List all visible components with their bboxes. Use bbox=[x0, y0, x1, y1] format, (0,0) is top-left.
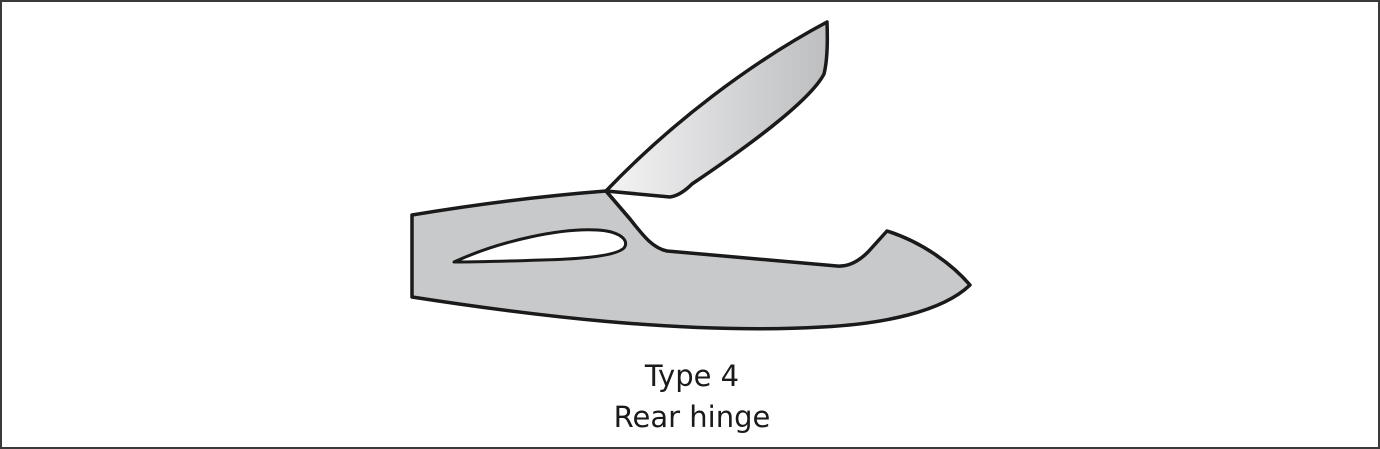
body-cutout bbox=[452, 228, 627, 264]
caption-subtitle-label: Rear hinge bbox=[613, 400, 771, 434]
hinged-wing bbox=[604, 20, 830, 199]
caption-type-label: Type 4 bbox=[644, 359, 740, 393]
hinge-seam bbox=[604, 189, 632, 221]
